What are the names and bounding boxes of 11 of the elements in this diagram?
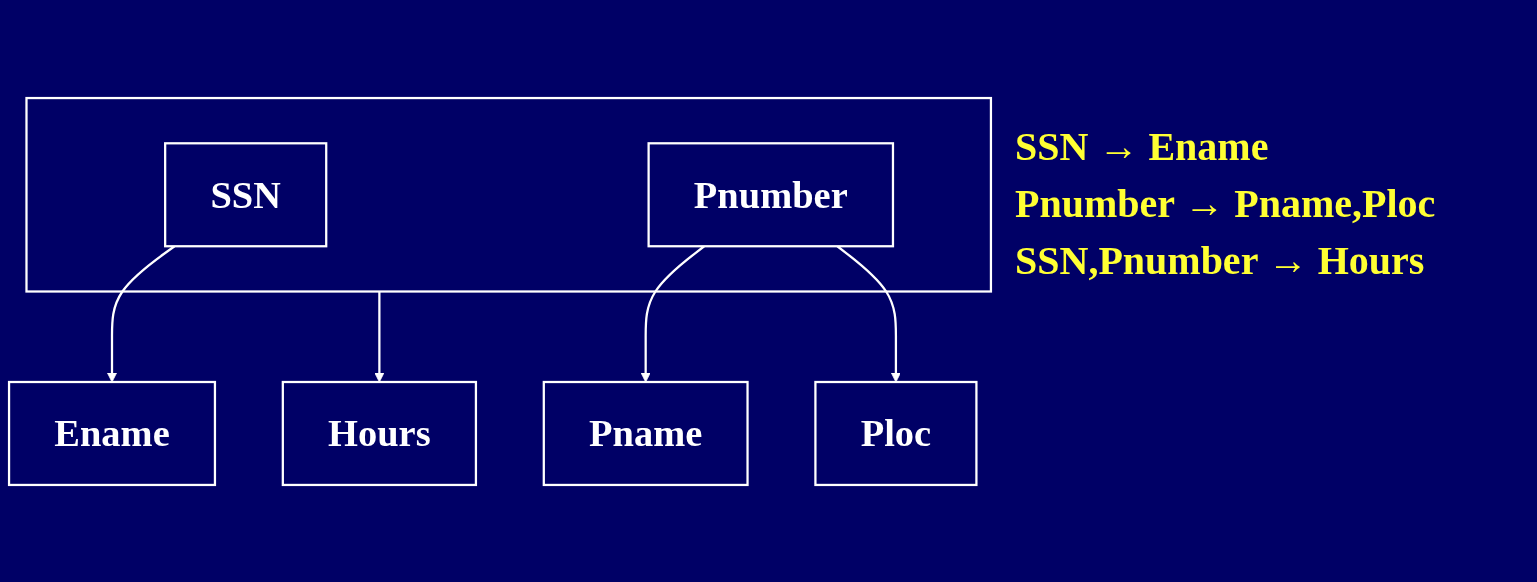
node-box: Hours xyxy=(281,380,478,486)
node-box: Ploc xyxy=(814,380,978,486)
dependency-note: SSN,Pnumber → Hours xyxy=(1015,237,1426,285)
dependency-note: Pnumber → Pname,Ploc xyxy=(1015,180,1436,228)
arrow xyxy=(374,291,385,382)
dependency-note: SSN → Ename xyxy=(1015,123,1270,171)
node-box: SSN xyxy=(164,141,328,247)
node-box: Ename xyxy=(7,380,217,486)
cluster xyxy=(25,96,993,293)
node-box: Pname xyxy=(542,380,749,486)
node-box: Pnumber xyxy=(647,141,895,247)
